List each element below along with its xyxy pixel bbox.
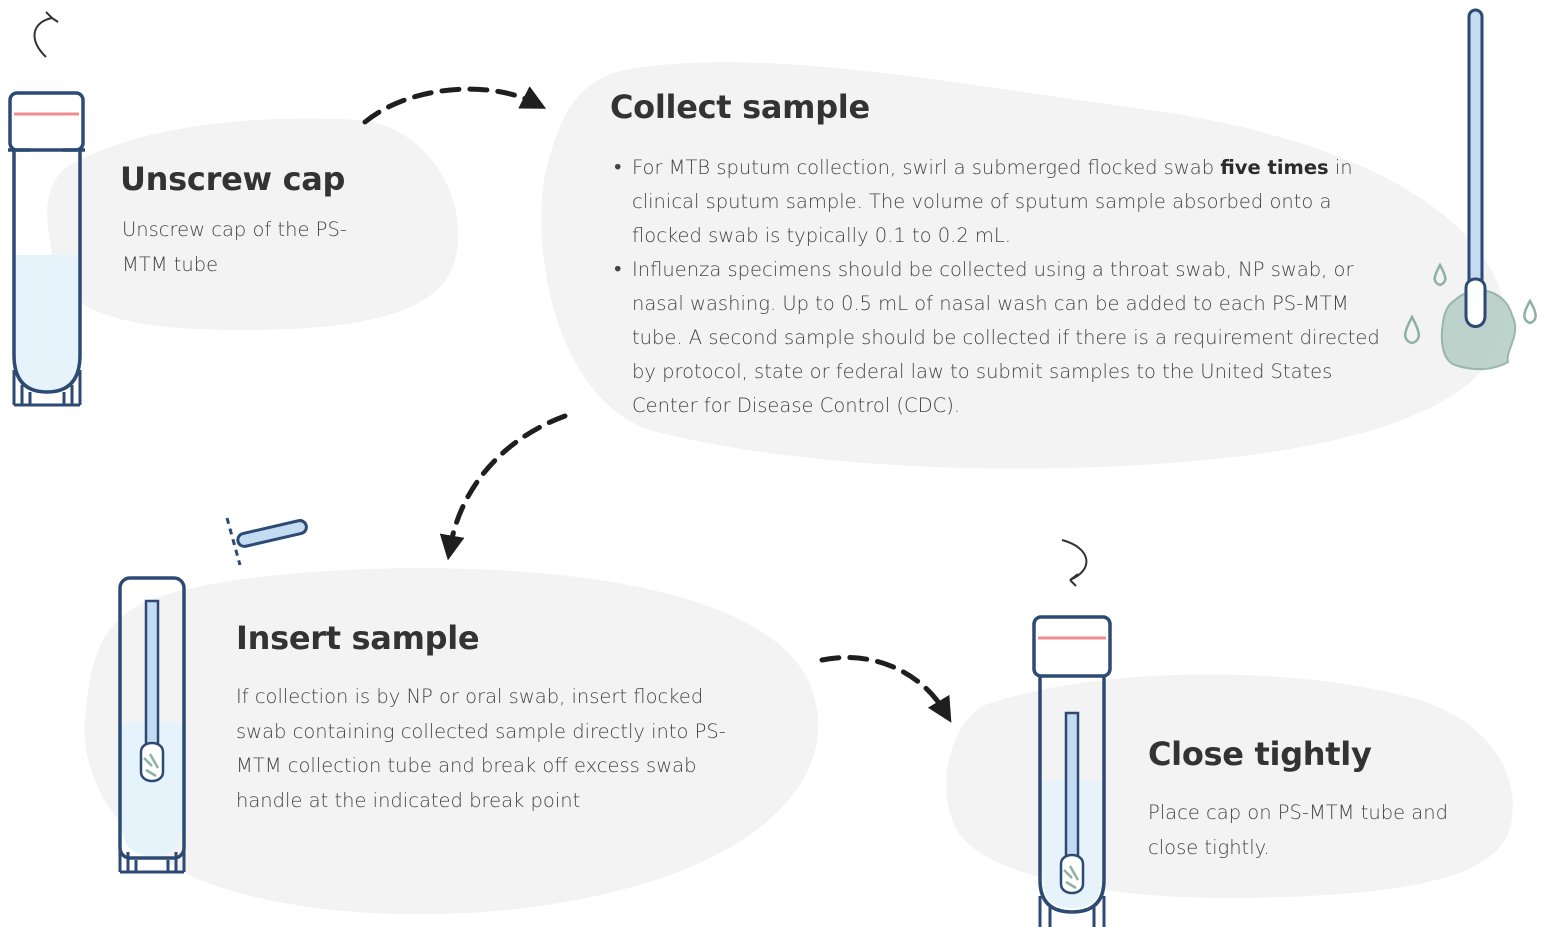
blob-unscrew — [47, 118, 459, 331]
collect-instructions: •For MTB sputum collection, swirl a subm… — [610, 151, 1392, 423]
step-title-unscrew: Unscrew cap — [120, 160, 346, 198]
step-text-close: Place cap on PS-MTM tube and close tight… — [1148, 801, 1448, 859]
collect-bullet-mtb-rest: in clinical sputum sample. The volume of… — [632, 156, 1353, 247]
rotate-ccw-icon — [33, 11, 59, 58]
rotate-cw-icon — [1061, 539, 1088, 587]
step-title-close: Close tightly — [1148, 735, 1372, 773]
emphasis-five-times: five times — [1220, 156, 1329, 179]
step-title-collect: Collect sample — [610, 88, 870, 126]
break-point-icon — [225, 517, 308, 566]
collect-bullet-mtb-text: For MTB sputum collection, swirl a subme… — [632, 156, 1215, 179]
swab-sample-icon — [1404, 8, 1537, 371]
step-text-insert: If collection is by NP or oral swab, ins… — [236, 685, 726, 812]
collect-bullet-influenza-text: Influenza specimens should be collected … — [632, 258, 1380, 417]
blob-collect — [541, 62, 1505, 469]
step-title-insert: Insert sample — [236, 619, 480, 657]
tube-open-icon — [8, 91, 85, 407]
collect-bullet-influenza: •Influenza specimens should be collected… — [612, 258, 1380, 417]
tube-capped-icon — [1032, 615, 1112, 927]
arrow-collect-to-insert — [439, 413, 568, 561]
arrow-unscrew-to-collect — [362, 86, 547, 125]
collect-bullet-mtb: •For MTB sputum collection, swirl a subm… — [612, 156, 1353, 247]
blob-insert — [84, 568, 819, 915]
tube-swab-icon — [118, 576, 186, 874]
step-text-unscrew: Unscrew cap of the PS-MTM tube — [122, 218, 347, 276]
arrow-insert-to-close — [819, 654, 952, 723]
